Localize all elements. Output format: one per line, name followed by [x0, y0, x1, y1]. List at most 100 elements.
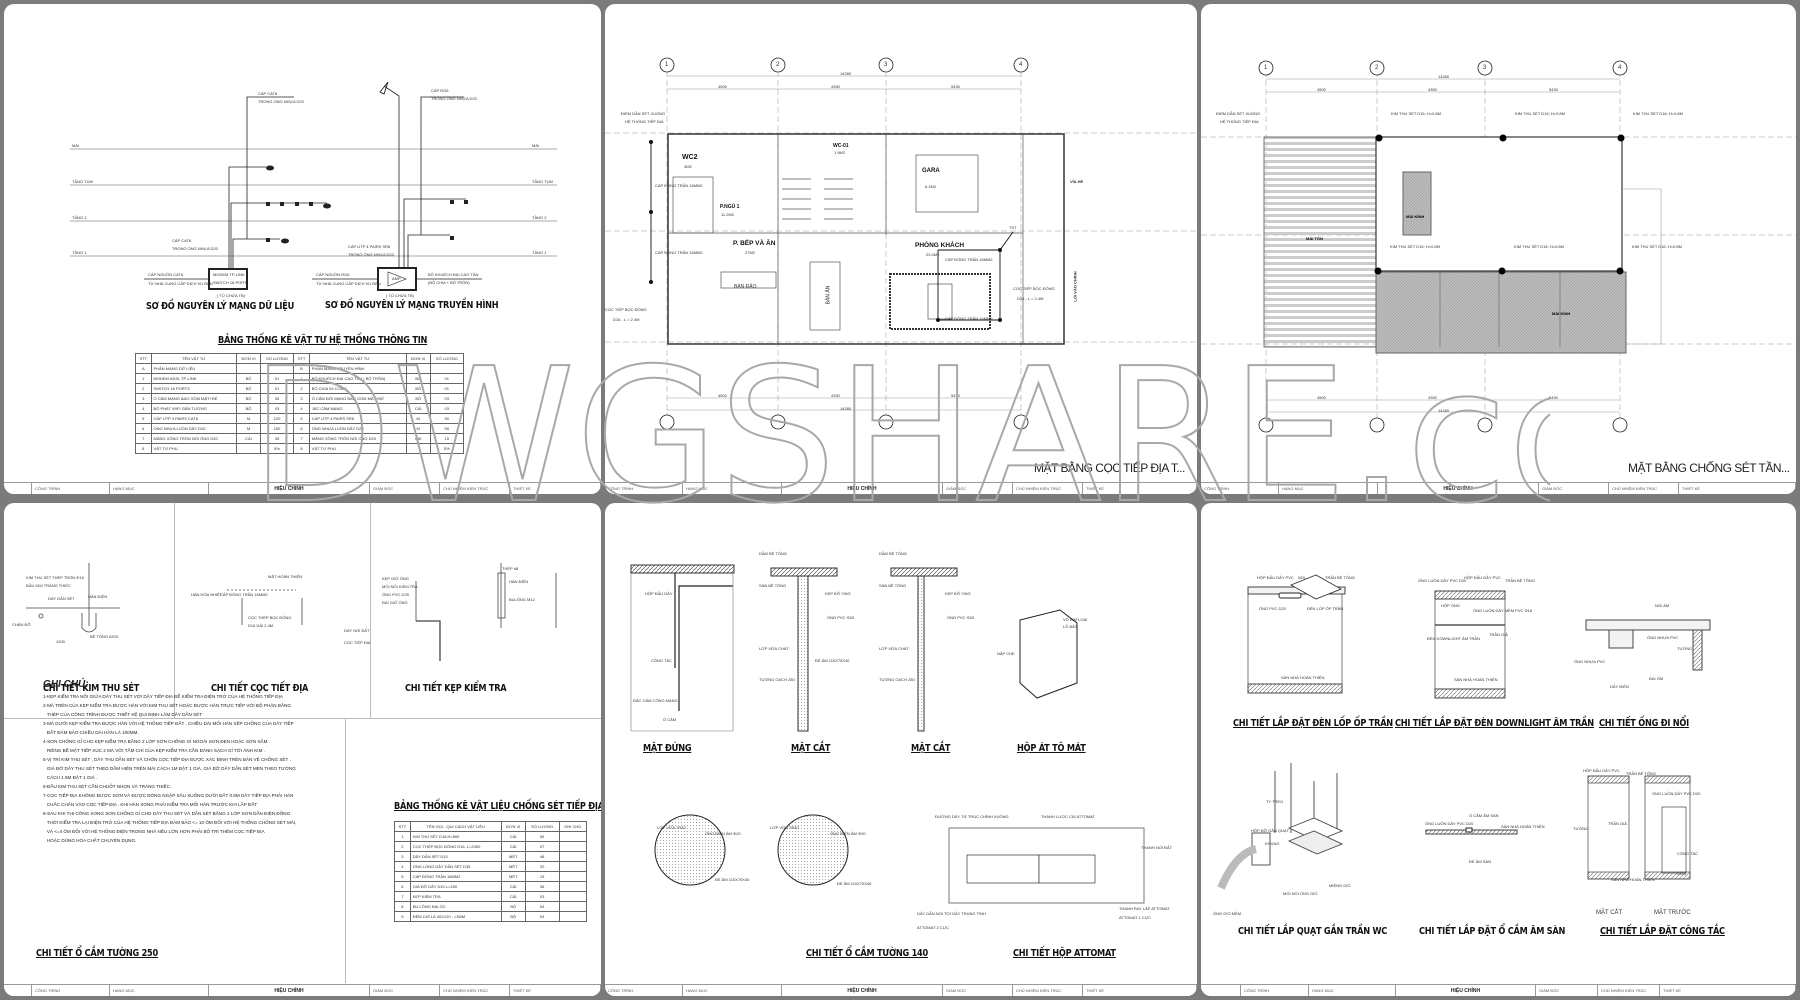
- dim-top-2: 4350: [831, 84, 840, 89]
- panel-divider: [345, 718, 346, 983]
- note-line: 7-CỌC TIẾP ĐỊA KHÔNG ĐƯỢC SƠN VÀ ĐƯỢC ĐÓ…: [43, 793, 294, 798]
- room-living-area: 23.4M2: [926, 252, 940, 257]
- ground-rod-detail-label-5: D16 DÀI 2.4M: [248, 623, 274, 628]
- attomat-box-title: CHI TIẾT HỘP ATTOMAT: [1013, 948, 1116, 959]
- downlight-label-4: HỘP ỐNG: [1441, 603, 1460, 608]
- test-clamp-detail-label-2: MỐI NỐI KIỂM TRA: [382, 584, 418, 589]
- data-cable-mid-label-2: TRONG ỐNG NHỰA D20: [172, 246, 218, 251]
- note-line: 2-MÁ TRÊN CỦA KẸP KIỂM TRA ĐƯỢC HÀN VỚI …: [43, 703, 291, 708]
- dim-bottom-2: 4350: [1428, 395, 1437, 400]
- ground-rod-label-right-2: D16 - L = 2.4M: [1017, 296, 1044, 301]
- downlight-label-2: HỘP ĐẤU DÂY PVC: [1464, 575, 1501, 580]
- test-clamp-detail-label: KẸP GIỮ ỐNG: [382, 576, 409, 581]
- room-wc01-area: 1.9M2: [834, 150, 846, 155]
- lightning-down-point-label-2: HỆ THỐNG TIẾP ĐỊA: [625, 119, 664, 124]
- floor-socket-label-4: ĐẾ ÂM SÀN: [1469, 859, 1492, 864]
- axis-label-1: 1: [665, 62, 669, 68]
- tv-cable-top-label: CÁP RG6: [431, 88, 449, 93]
- axis-label-4: 4: [1019, 62, 1023, 68]
- lower-installation-drawings: [1217, 763, 1691, 890]
- note-line: 6-ĐẦU KIM THU SÉT CẦN CHUỐT NHỌN VÀ TRÁN…: [43, 784, 173, 789]
- elevation-label-2: CÔNG TẮC: [651, 658, 673, 663]
- copper-cable-label-2: CÁP ĐỒNG TRẦN 16MM2: [655, 250, 703, 255]
- switch-install-title: CHI TIẾT LẮP ĐẶT CÔNG TẮC: [1600, 926, 1725, 937]
- downlight-title: CHI TIẾT LẮP ĐẶT ĐÈN DOWNLIGHT ÂM TRẦN: [1395, 718, 1594, 729]
- title-block: CÔNG TRÌNH HẠNG MỤC HIỆU CHỈNH GIÁM ĐỐC …: [605, 482, 1197, 494]
- glass-roof-label-2: MÁI KÍNH: [1552, 311, 1571, 316]
- air-terminal-detail-label-4: HÀN ĐIỆN: [88, 594, 108, 599]
- tv-cable-top-label-2: TRONG ỐNG NHỰA D20: [431, 96, 477, 101]
- title-block: CÔNG TRÌNH HẠNG MỤC HIỆU CHỈNH GIÁM ĐỐC …: [1201, 984, 1796, 996]
- surface-conduit-label-2: ỐNG NHỰA PVC: [1647, 635, 1679, 640]
- switch-install-label-1: HỘP ĐẤU DÂY PVC: [1583, 768, 1620, 773]
- data-network-title: SƠ ĐỒ NGUYÊN LÝ MẠNG DỮ LIỆU: [146, 301, 294, 312]
- network-materials-table-title: BẢNG THỐNG KÊ VẬT TƯ HỆ THỐNG THÔNG TIN: [218, 335, 428, 346]
- elevation-title: MẶT ĐỨNG: [643, 743, 692, 754]
- floor-socket-title: CHI TIẾT LẮP ĐẶT Ổ CẮM ÂM SÀN: [1419, 926, 1566, 937]
- ceiling-light-title: CHI TIẾT LẮP ĐẶT ĐÈN LỐP ỐP TRẦN: [1233, 718, 1393, 729]
- switch-install-label-3: TƯỜNG: [1573, 826, 1589, 831]
- ground-rod-label-left-2: D16 - L = 2.4M: [613, 317, 640, 322]
- floor-label-2: TẦNG 2: [72, 215, 87, 220]
- data-cable-top-label-2: TRONG ỐNG NHỰA D20: [258, 99, 304, 104]
- air-terminal-label-1: KIM THU SÉT D16; H=0.8M: [1391, 111, 1441, 116]
- sheet-installation-details: HỘP ĐẤU DÂY PVC NỐI TRẦN BÊ TÔNG ỐNG PVC…: [1201, 503, 1796, 996]
- ceiling-light-label-1: HỘP ĐẤU DÂY PVC: [1257, 575, 1294, 580]
- tv-cable-mid-label: CÁP UTP 4 PAIRS SR6: [348, 244, 391, 249]
- room-kitchen-area: 27M2: [745, 250, 756, 255]
- down-conductor-label-2: HỆ THỐNG TIẾP ĐỊA: [1220, 119, 1259, 124]
- section2-title: MẶT CẮT: [911, 743, 951, 754]
- ceiling-light-label-3: TRẦN BÊ TÔNG: [1325, 575, 1355, 580]
- lightning-down-point-label: ĐIỂM DẪN SÉT XUỐNG: [621, 111, 666, 116]
- surface-conduit-label-3: TƯỜNG: [1677, 646, 1693, 651]
- floor-label-tum-right: TẦNG TUM: [532, 179, 553, 184]
- note-line: 1-KẸP KIỂM TRA NỐI GIỮA DÂY THU SÉT VỚI …: [43, 694, 283, 699]
- air-terminal-detail-label-7: 1200: [56, 639, 65, 644]
- room-wc2: WC2: [682, 154, 698, 161]
- main-entrance-label: LỐI VÀO CHÍNH: [1072, 271, 1078, 302]
- section2-label-6: TƯỜNG GẠCH 250: [879, 677, 915, 682]
- test-clamp-detail-label-5: DÂY NỐI ĐẤT: [344, 628, 370, 633]
- test-box-label: TST: [1009, 225, 1017, 230]
- tv-cable-mid-label-2: TRONG ỐNG NHỰA D20: [348, 252, 394, 257]
- floor-socket-label-3: SÀN NHÀ HOÀN THIỆN: [1501, 824, 1545, 829]
- dim-total-top: 14280: [1438, 74, 1450, 79]
- panel-divider: [370, 503, 371, 718]
- test-clamp-detail-label-8: HÀN ĐIỆN: [509, 579, 529, 584]
- title-block: CÔNG TRÌNH HẠNG MỤC HIỆU CHỈNH GIÁM ĐỐC …: [4, 984, 601, 996]
- switch-install-label-2: TRẦN BÊ TÔNG: [1626, 771, 1656, 776]
- ceiling-light-label-2: NỐI: [1298, 575, 1306, 580]
- room-wc2-area: 3M2: [684, 164, 692, 169]
- breaker-box-label-2: LỖ BẮT: [1063, 624, 1078, 629]
- dim-top-3: 5430: [1549, 87, 1558, 92]
- wiring-detail-drawings: [630, 564, 1145, 904]
- attomat-label-3: THANH NỐI ĐẤT: [1141, 845, 1173, 850]
- ceiling-light-label-5: ĐÈN LỐP ỐP TRẦN: [1307, 606, 1344, 611]
- downlight-label-3: TRẦN BÊ TÔNG: [1505, 578, 1535, 583]
- socket-140-title: CHI TIẾT Ổ CẮM TƯỜNG 140: [806, 948, 928, 959]
- lightning-detail-drawings: [26, 563, 557, 661]
- section2-label-1: DẦM BÊ TÔNG: [879, 551, 907, 556]
- downlight-label-5: ỐNG LUỒN DÂY MỀM PVC Φ16: [1473, 608, 1533, 613]
- data-cable-mid-label: CÁP CAT6: [172, 238, 192, 243]
- switch-install-label-4: TRẦN GIẢ: [1608, 821, 1627, 826]
- air-terminal-detail-title: CHI TIẾT KIM THU SÉT: [43, 683, 140, 694]
- dim-top-3: 5430: [951, 84, 960, 89]
- switch-install-label-5: SÀN NHÀ HOÀN THIỆN: [1611, 877, 1655, 882]
- air-terminal-detail-label-3: DÂY DẪN SÉT: [48, 596, 75, 601]
- dim-bottom-1: 4500: [1317, 395, 1326, 400]
- note-line: 5-VỊ TRÍ KIM THU SÉT , DÂY THU DẪN SÉT V…: [43, 757, 291, 762]
- breaker-box-title: HỘP ÁT TÔ MÁT: [1017, 743, 1086, 754]
- glass-roof-label-1: MÁI KÍNH: [1406, 214, 1425, 219]
- ground-rod-detail-label: MẶT HOÀN THIỆN: [268, 574, 303, 579]
- surface-conduit-label-1: NỐI ÁM: [1655, 603, 1670, 608]
- roof-plan-drawing: [1201, 60, 1796, 433]
